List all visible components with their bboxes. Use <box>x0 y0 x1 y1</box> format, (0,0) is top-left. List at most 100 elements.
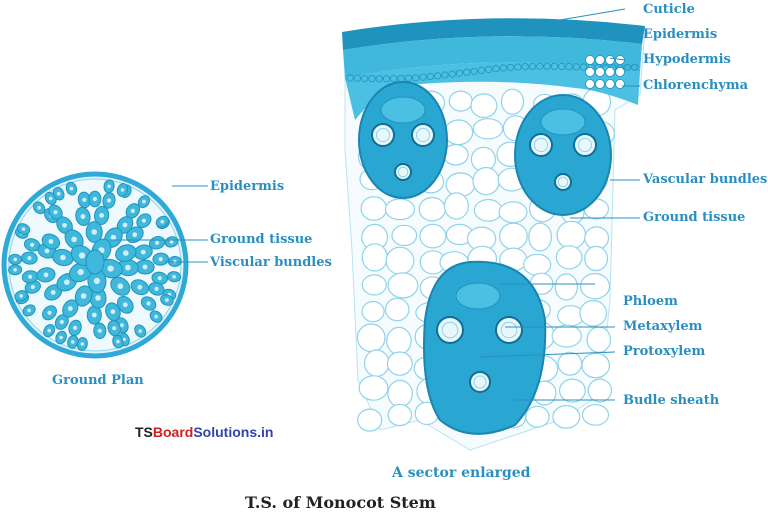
hypodermis-cell <box>382 75 391 83</box>
chlorenchyma-cell <box>595 79 605 89</box>
figure-title: T.S. of Monocot Stem <box>245 493 436 512</box>
xylem-vessel-inner <box>557 176 569 188</box>
xylem-dot <box>48 239 54 244</box>
parenchyma-cell <box>361 243 388 272</box>
cuticle-band <box>342 18 645 50</box>
xylem-dot <box>71 340 75 344</box>
parenchyma-cell <box>551 324 582 348</box>
xylem-dot <box>79 252 86 259</box>
xylem-dot <box>140 249 146 255</box>
hypodermis-cell <box>528 62 537 71</box>
xylem-dot <box>29 242 35 247</box>
ground-plan-figure <box>1 171 189 359</box>
xylem-dot <box>132 232 138 238</box>
chlorenchyma-cell <box>605 79 615 89</box>
parenchyma-cell <box>525 405 550 428</box>
chlorenchyma-cell <box>605 55 615 65</box>
hypodermis-cell <box>470 67 478 75</box>
phloem-patch <box>540 108 586 136</box>
xylem-vessel-inner <box>533 137 549 153</box>
watermark-part3: Solutions.in <box>193 424 274 440</box>
label-epidermis: Epidermis <box>643 27 718 42</box>
chlorenchyma-cell <box>615 67 625 77</box>
watermark-part1: TS <box>135 424 153 440</box>
parenchyma-cell <box>586 326 612 353</box>
xylem-dot <box>69 186 74 191</box>
parenchyma-cell <box>387 272 419 299</box>
xylem-dot <box>28 274 33 279</box>
parenchyma-cell <box>473 198 503 222</box>
label-cuticle: Cuticle <box>643 2 695 17</box>
parenchyma-cell <box>419 223 447 249</box>
xylem-dot <box>27 308 31 313</box>
xylem-dot <box>93 277 100 284</box>
xylem-vessel <box>529 133 553 157</box>
parenchyma-cell <box>361 300 385 323</box>
xylem-dot <box>99 213 104 218</box>
xylem-dot <box>13 268 17 272</box>
xylem-dot <box>59 335 63 340</box>
hypodermis-cell <box>506 63 515 72</box>
parenchyma-cell <box>384 198 416 221</box>
xylem-dot <box>142 264 148 270</box>
watermark: TSBoardSolutions.in <box>135 425 273 439</box>
parenchyma-cell <box>448 90 473 112</box>
parenchyma-cell <box>384 297 410 322</box>
hypodermis-cell <box>448 70 456 78</box>
xylem-dot <box>92 196 97 202</box>
xylem-vessel <box>554 173 572 191</box>
xylem-dot <box>125 264 131 271</box>
xylem-vessel <box>573 133 597 157</box>
parenchyma-cell <box>584 245 609 272</box>
parenchyma-cell <box>554 273 579 301</box>
xylem-vessel-inner <box>415 127 431 143</box>
label-chlorenchyma: Chlorenchyma <box>643 78 749 93</box>
parenchyma-cell <box>356 323 386 353</box>
xylem-dot <box>91 229 97 235</box>
vascular-bundle-2 <box>514 94 612 216</box>
label-vascular-bundles: Vascular bundles <box>643 172 768 187</box>
xylem-dot <box>112 326 117 331</box>
chlorenchyma-cell <box>585 79 595 89</box>
parenchyma-cell <box>386 326 412 355</box>
xylem-vessel <box>495 316 523 344</box>
xylem-dot <box>110 234 117 241</box>
parenchyma-cell <box>587 378 613 403</box>
sector-caption: A sector enlarged <box>392 465 531 481</box>
parenchyma-cell <box>357 408 383 432</box>
label-protoxylem: Protoxylem <box>623 344 706 359</box>
hypodermis-cell <box>412 74 420 82</box>
hypodermis-cell <box>558 62 566 71</box>
vascular-bundle-details <box>371 96 597 393</box>
vascular-bundle-dot <box>85 249 105 275</box>
hypodermis-cell <box>550 62 559 70</box>
hypodermis-cell <box>368 75 376 83</box>
xylem-dot <box>123 250 129 256</box>
hypodermis-cell <box>441 71 449 79</box>
xylem-dot <box>77 269 84 276</box>
parenchyma-cell <box>386 351 413 376</box>
xylem-dot <box>120 188 125 192</box>
parenchyma-cell <box>385 246 415 275</box>
xylem-dot <box>27 256 32 261</box>
xylem-dot <box>80 293 87 299</box>
xylem-dot <box>137 284 143 290</box>
chlorenchyma-cell <box>605 67 615 77</box>
xylem-dot <box>73 325 78 330</box>
parenchyma-cell <box>557 351 583 376</box>
parenchyma-cell <box>556 220 587 250</box>
hypodermis-cell <box>485 65 493 74</box>
xylem-dot <box>48 196 53 201</box>
xylem-dot <box>59 319 64 325</box>
xylem-dot <box>106 198 112 203</box>
xylem-dot <box>13 257 17 262</box>
xylem-dot <box>80 342 85 346</box>
xylem-dot <box>141 218 146 223</box>
parenchyma-cell <box>579 299 608 327</box>
hypodermis-cell <box>543 62 551 70</box>
parenchyma-cell <box>418 196 446 222</box>
hypodermis-cell <box>346 74 354 82</box>
xylem-vessel <box>394 163 412 181</box>
xylem-dot <box>30 284 35 290</box>
parenchyma-cell <box>581 404 610 426</box>
